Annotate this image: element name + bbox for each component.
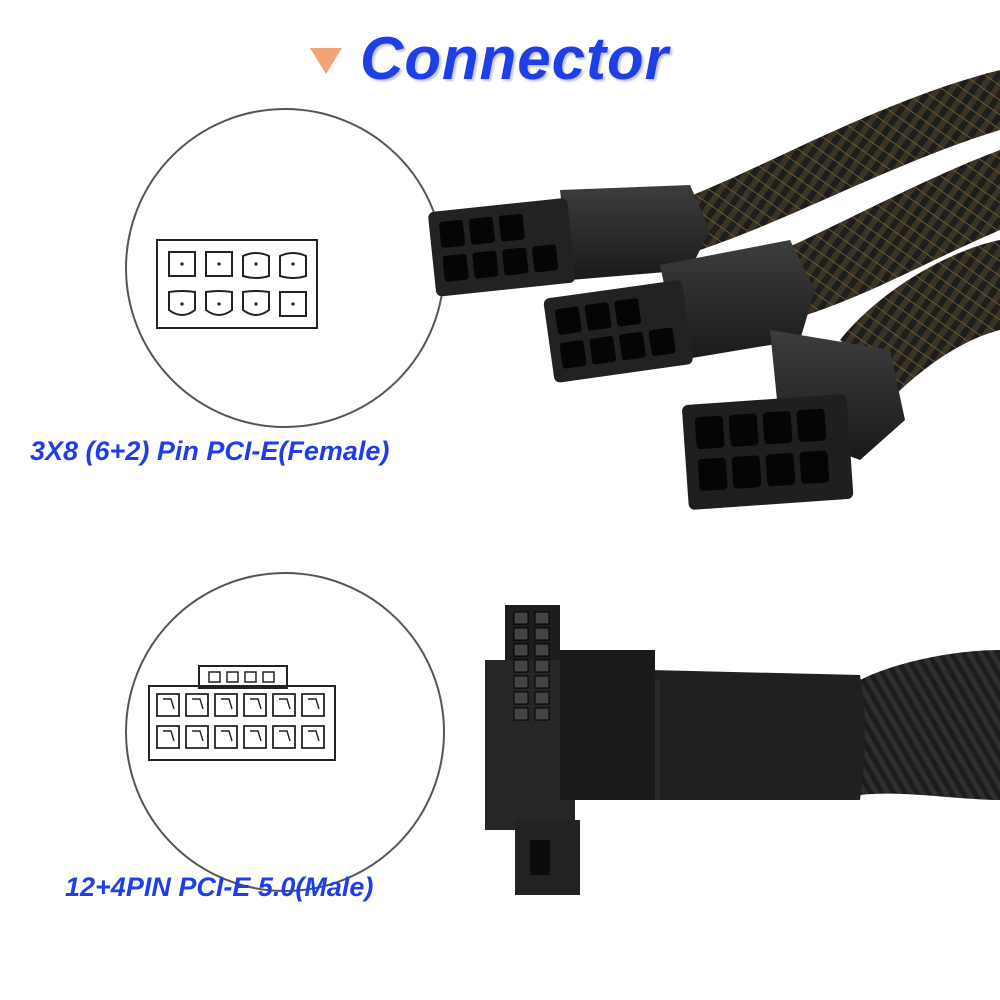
- braided-sleeve-top: [680, 70, 1000, 400]
- pin-cell: [243, 725, 267, 749]
- title-row: Connector: [310, 18, 669, 98]
- pin-cell: [242, 252, 270, 279]
- pin-cell: [279, 291, 307, 317]
- pin-diagram-16pin-drawing: [148, 665, 336, 761]
- pin-cell: [168, 251, 196, 277]
- connector-label-female: 3X8 (6+2) Pin PCI-E(Female): [30, 436, 390, 466]
- female-connector-3: [682, 330, 905, 510]
- triangle-down-icon: [310, 48, 342, 74]
- pin-cell: [205, 251, 233, 277]
- pin-cell: [214, 725, 238, 749]
- pin-cell: [272, 693, 296, 717]
- pin-cell: [168, 290, 196, 316]
- sense-pin: [208, 671, 221, 683]
- connector-label-male: 12+4PIN PCI-E 5.0(Male): [65, 872, 374, 902]
- sense-pin: [262, 671, 275, 683]
- sense-pin: [244, 671, 257, 683]
- pin-cell: [185, 693, 209, 717]
- pin-cell: [185, 725, 209, 749]
- pin-cell: [272, 725, 296, 749]
- sense-pin: [226, 671, 239, 683]
- female-connector-1: [428, 185, 710, 297]
- pin-cell: [242, 290, 270, 316]
- page-title: Connector: [360, 24, 669, 92]
- pin-cell: [156, 693, 180, 717]
- pin-cell: [243, 693, 267, 717]
- pin-grid-8: [168, 251, 307, 317]
- male-connector-12plus4: [485, 605, 1000, 895]
- pin-cell: [301, 725, 325, 749]
- pin-diagram-8pin: [125, 108, 445, 428]
- pin-cell: [156, 725, 180, 749]
- pin-cell: [214, 693, 238, 717]
- pin-cell: [301, 693, 325, 717]
- pin-grid-16: [156, 671, 325, 749]
- pin-cell: [205, 290, 233, 316]
- pin-cell: [279, 252, 307, 279]
- female-connector-2: [543, 240, 815, 383]
- pin-diagram-16pin: [125, 572, 445, 892]
- pin-diagram-8pin-drawing: [156, 239, 318, 329]
